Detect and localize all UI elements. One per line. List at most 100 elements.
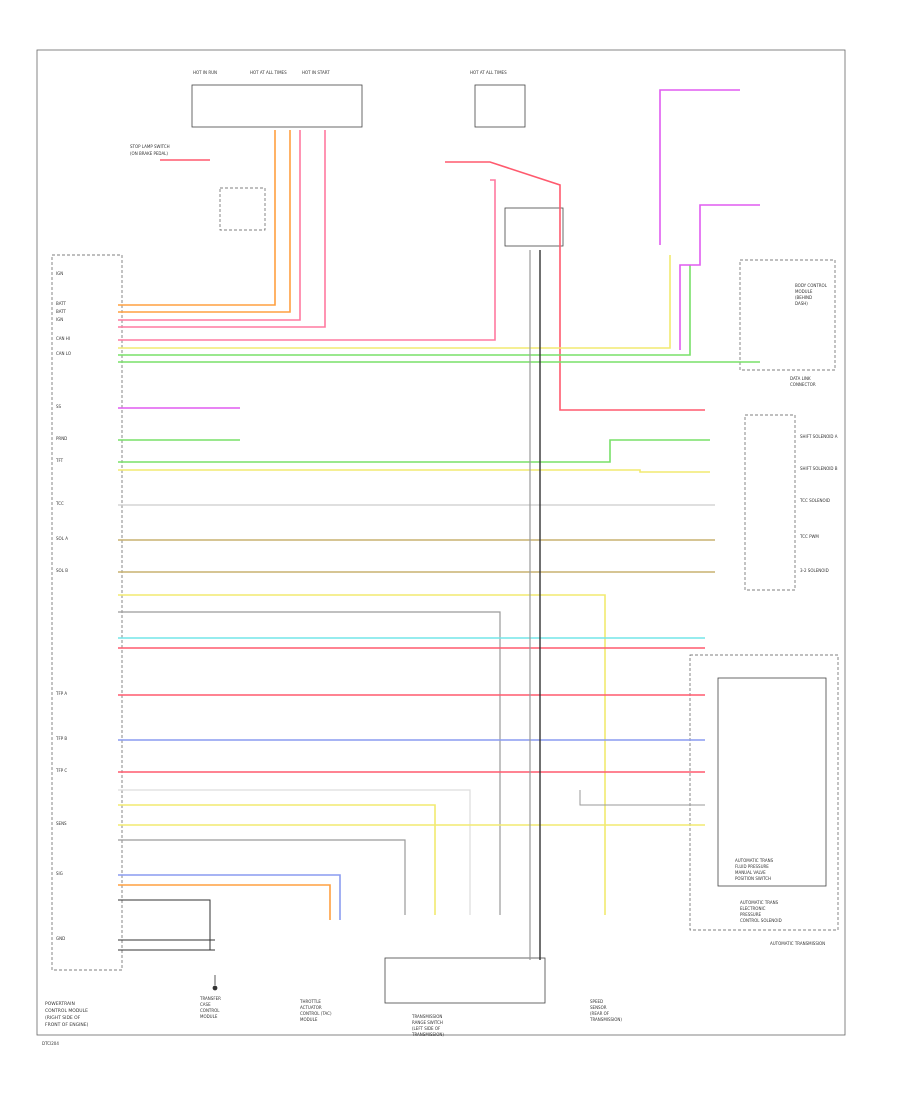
relay-box <box>504 207 564 247</box>
pressure-switch-box <box>717 677 827 887</box>
top-right-fuse-label: HOT AT ALL TIMES <box>470 70 507 75</box>
svg-text:AUTOMATIC TRANS: AUTOMATIC TRANS <box>735 858 774 863</box>
solenoid-assy-label: AUTOMATIC TRANS ELECTRONIC PRESSURE CONT… <box>740 900 782 923</box>
ecm-pin-label: TCC <box>55 501 64 506</box>
svg-text:HOT AT ALL TIMES: HOT AT ALL TIMES <box>250 70 287 75</box>
data-link-label: DATA LINK CONNECTOR <box>790 376 816 387</box>
transmission-range-label: TRANSMISSION RANGE SWITCH (LEFT SIDE OF … <box>411 1014 444 1037</box>
ecm-pin-label: SS <box>56 404 62 409</box>
svg-text:SPEED: SPEED <box>590 999 603 1004</box>
svg-text:(RIGHT SIDE OF: (RIGHT SIDE OF <box>45 1015 81 1021</box>
svg-text:HOT IN START: HOT IN START <box>302 70 330 75</box>
wire-magenta-2 <box>679 204 760 350</box>
svg-text:TCC SOLENOID: TCC SOLENOID <box>799 498 830 503</box>
diagram-frame <box>36 49 846 1036</box>
svg-text:POSITION SWITCH: POSITION SWITCH <box>735 876 771 881</box>
svg-text:RANGE SWITCH: RANGE SWITCH <box>412 1020 443 1025</box>
svg-text:TRANSMISSION): TRANSMISSION) <box>411 1032 444 1037</box>
svg-text:SENSOR: SENSOR <box>590 1005 607 1010</box>
svg-text:AUTOMATIC TRANS: AUTOMATIC TRANS <box>740 900 779 905</box>
speed-sensor-label: SPEED SENSOR (REAR OF TRANSMISSION) <box>589 999 622 1022</box>
ecm-pin-label: TFT <box>55 458 64 463</box>
wire-magenta-1 <box>659 89 740 245</box>
top-fuse-labels: HOT IN RUN HOT AT ALL TIMES HOT IN START <box>193 70 330 75</box>
wire-gray-2 <box>118 611 501 915</box>
wire-gray-6 <box>579 790 705 806</box>
svg-text:CONNECTOR: CONNECTOR <box>790 382 816 387</box>
ecm-pin-label: SIG <box>56 871 63 876</box>
svg-text:ACTUATOR: ACTUATOR <box>300 1005 322 1010</box>
wire-red-main <box>445 161 705 411</box>
wire-black-1 <box>118 899 211 950</box>
svg-text:(LEFT SIDE OF: (LEFT SIDE OF <box>412 1026 441 1031</box>
wire-green-4 <box>118 439 710 463</box>
wire-pink-1 <box>118 130 301 321</box>
wire-green-1 <box>118 265 691 356</box>
wire-orange-2 <box>118 130 291 313</box>
svg-text:TRANSMISSION: TRANSMISSION <box>411 1014 442 1019</box>
ecm-pin-label: TFP B <box>55 736 67 741</box>
svg-text:TRANSMISSION): TRANSMISSION) <box>589 1017 622 1022</box>
wire-pink-2 <box>118 130 326 328</box>
wire-orange-3 <box>118 884 331 920</box>
fuse-box-top-left <box>191 84 363 128</box>
transmission-range-switch-box <box>384 957 546 1004</box>
ecm-pin-label: TFP C <box>55 768 67 773</box>
svg-text:CONTROL SOLENOID: CONTROL SOLENOID <box>740 918 782 923</box>
svg-text:(BEHIND: (BEHIND <box>795 295 812 300</box>
ecm-pin-label: SOL B <box>56 568 68 573</box>
svg-text:CONTROL (TAC): CONTROL (TAC) <box>300 1011 332 1016</box>
svg-text:(REAR OF: (REAR OF <box>590 1011 610 1016</box>
solenoid-labels: SHIFT SOLENOID A SHIFT SOLENOID B TCC SO… <box>799 434 838 573</box>
svg-text:3-2 SOLENOID: 3-2 SOLENOID <box>800 568 829 573</box>
svg-text:CONTROL: CONTROL <box>200 1008 220 1013</box>
bcm-box <box>739 259 836 371</box>
svg-text:TRANSFER: TRANSFER <box>199 996 221 1001</box>
wire-gray-3 <box>118 789 471 915</box>
svg-text:BODY CONTROL: BODY CONTROL <box>795 283 828 288</box>
svg-text:(ON BRAKE PEDAL): (ON BRAKE PEDAL) <box>130 151 168 156</box>
ecm-pin-label: IGN <box>56 271 63 276</box>
wire-blue-2 <box>118 874 341 920</box>
svg-text:DASH): DASH) <box>795 301 808 306</box>
ecm-pin-label: CAN LO <box>56 351 71 356</box>
ecm-pin-label: GND <box>56 936 65 941</box>
ecm-pin-label: SOL A <box>56 536 68 541</box>
svg-text:TCC PWM: TCC PWM <box>799 534 819 539</box>
ecm-pin-label: SENS <box>56 821 67 826</box>
ecm-box <box>51 254 123 971</box>
svg-text:FRONT OF ENGINE): FRONT OF ENGINE) <box>45 1022 89 1028</box>
transfer-case-label: TRANSFER CASE CONTROL MODULE <box>199 996 221 1019</box>
ground-symbol <box>212 975 218 991</box>
svg-text:MODULE: MODULE <box>200 1014 218 1019</box>
svg-text:POWERTRAIN: POWERTRAIN <box>45 1001 75 1007</box>
svg-text:SHIFT SOLENOID B: SHIFT SOLENOID B <box>800 466 838 471</box>
svg-text:CONTROL MODULE: CONTROL MODULE <box>45 1008 88 1014</box>
ecm-pin-label: IGN <box>56 317 63 322</box>
throttle-label: THROTTLE ACTUATOR CONTROL (TAC) MODULE <box>299 999 332 1022</box>
wire-yellow-2 <box>118 469 710 473</box>
svg-text:PRESSURE: PRESSURE <box>740 912 762 917</box>
ecm-pin-label: TFP A <box>55 691 67 696</box>
wire-group <box>118 89 760 960</box>
ecm-pin-label: BATT <box>56 309 67 314</box>
ecm-pin-label: BATT <box>56 301 67 306</box>
footer-code: DTCI204 <box>42 1041 59 1046</box>
svg-text:MODULE: MODULE <box>300 1017 318 1022</box>
ecm-caption: POWERTRAIN CONTROL MODULE (RIGHT SIDE OF… <box>45 1001 89 1028</box>
fuse-box-top-right <box>474 84 526 128</box>
solenoid-block <box>744 414 796 591</box>
wire-yellow-1 <box>118 255 671 349</box>
svg-text:THROTTLE: THROTTLE <box>299 999 321 1004</box>
svg-text:MANUAL VALVE: MANUAL VALVE <box>735 870 766 875</box>
svg-text:FLUID PRESSURE: FLUID PRESSURE <box>735 864 769 869</box>
svg-text:MODULE: MODULE <box>795 289 813 294</box>
switch-box <box>219 187 266 231</box>
stop-lamp-switch-label: STOP LAMP SWITCH (ON BRAKE PEDAL) <box>130 144 170 156</box>
svg-text:DATA LINK: DATA LINK <box>790 376 811 381</box>
ecm-pin-label: PRND <box>56 436 67 441</box>
trans-fluid-pressure-label: AUTOMATIC TRANS FLUID PRESSURE MANUAL VA… <box>735 858 774 881</box>
svg-text:ELECTRONIC: ELECTRONIC <box>740 906 766 911</box>
wire-orange-1 <box>118 130 276 306</box>
